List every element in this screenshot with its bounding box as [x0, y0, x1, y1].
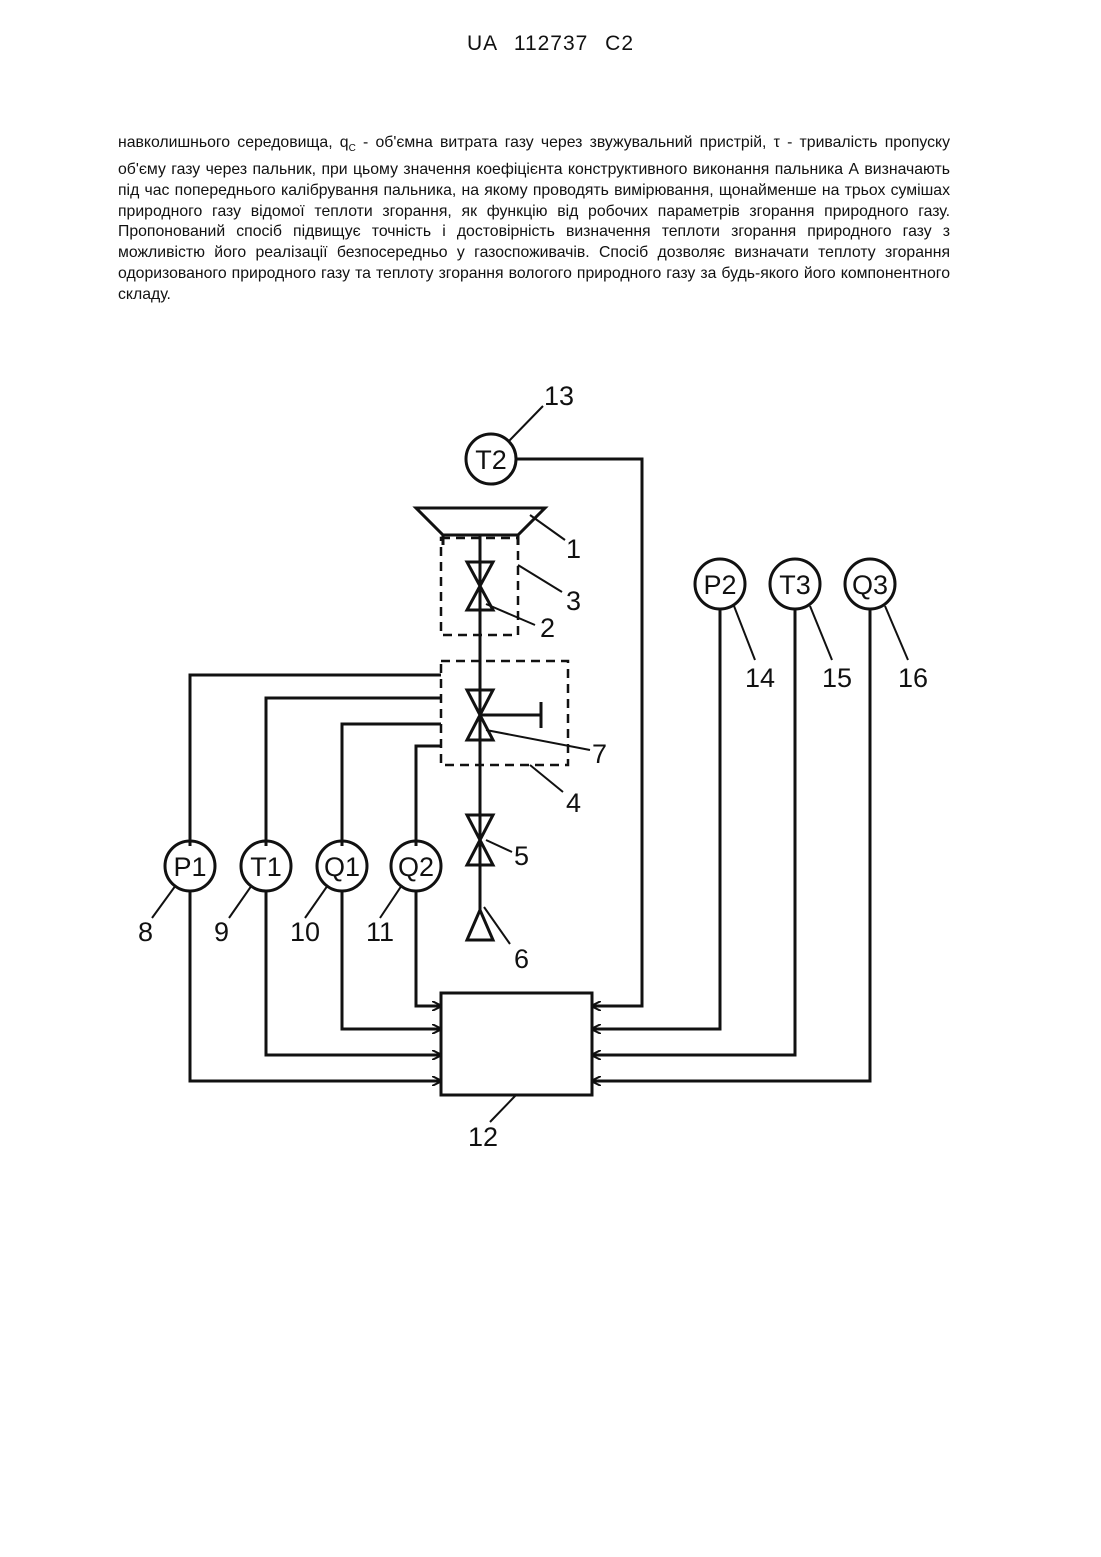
dashed-block-4: [441, 661, 568, 765]
sensor-label-q3: Q3: [852, 570, 888, 600]
sensor-label-t1: T1: [250, 852, 282, 882]
ref-number-3: 3: [566, 586, 581, 616]
ref-number-11: 11: [366, 917, 394, 947]
ref-number-2: 2: [540, 613, 555, 643]
ref-number-4: 4: [566, 788, 581, 818]
ref-number-15: 15: [822, 663, 852, 693]
ref-number-14: 14: [745, 663, 775, 693]
q2-line: [416, 746, 441, 846]
ref-number-7: 7: [592, 739, 607, 769]
ref-number-9: 9: [214, 917, 229, 947]
sensor-label-q2: Q2: [398, 852, 434, 882]
sensor-label-q1: Q1: [324, 852, 360, 882]
valve-7-handle: [480, 702, 541, 728]
burner-nozzle: [416, 508, 545, 535]
ref-number-10: 10: [290, 917, 320, 947]
ref-number-5: 5: [514, 841, 529, 871]
q1-line-out: [342, 890, 441, 1029]
ref-number-8: 8: [138, 917, 153, 947]
p1-line: [190, 675, 441, 846]
sensor-label-t3: T3: [779, 570, 811, 600]
ref-number-1: 1: [566, 534, 581, 564]
ref-number-12: 12: [468, 1122, 498, 1152]
q2-line-out: [416, 890, 441, 1006]
ref-number-13: 13: [544, 381, 574, 411]
p2-line: [592, 608, 720, 1029]
sensor-label-t2: T2: [475, 445, 507, 475]
ref-number-6: 6: [514, 944, 529, 974]
processing-unit-12: [441, 993, 592, 1095]
sensor-label-p2: P2: [703, 570, 736, 600]
ref-number-16: 16: [898, 663, 928, 693]
sensor-label-p1: P1: [173, 852, 206, 882]
q1-line: [342, 724, 441, 846]
